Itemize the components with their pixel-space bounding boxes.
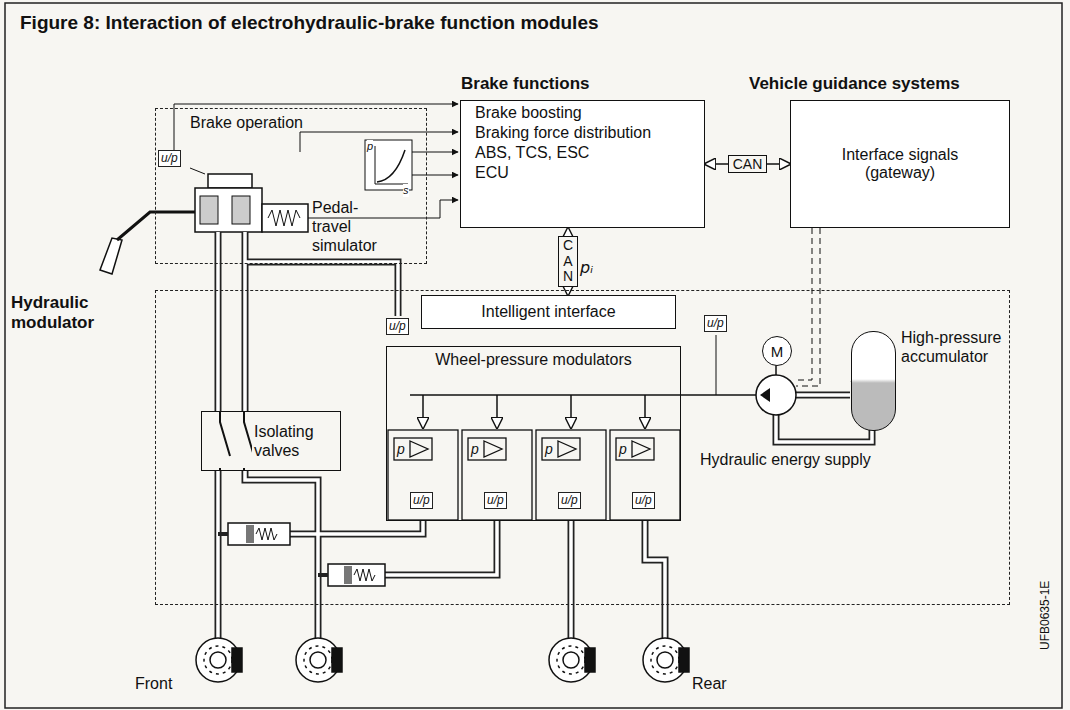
sensor-symbol: u/p: [558, 492, 581, 509]
pressure-symbol: p: [471, 441, 479, 457]
group-heading: Brake operation: [156, 109, 426, 132]
figure-title: Figure 8: Interaction of electrohydrauli…: [20, 12, 599, 34]
box-text: Isolating valves: [254, 422, 340, 460]
sensor-symbol: u/p: [484, 492, 507, 509]
sensor-symbol: u/p: [386, 318, 409, 335]
pressure-symbol: p: [619, 441, 627, 457]
brake-operation-group: Brake operation: [155, 108, 427, 264]
pressure-symbol: p: [545, 441, 553, 457]
function-item: Brake boosting: [461, 103, 704, 123]
part-label: Rear: [692, 674, 727, 693]
part-label: Pedal-travel simulator: [312, 198, 394, 255]
motor-circle: M: [762, 336, 792, 366]
valve-symbol: [202, 412, 252, 470]
accumulator-shape: High-pressure accumulator: [851, 331, 896, 431]
group-heading: Hydraulic modulator: [11, 293, 141, 333]
part-label: Hydraulic energy supply: [700, 450, 871, 469]
sensor-symbol: u/p: [704, 315, 727, 332]
function-box: Brake functionsBrake boostingBraking for…: [460, 100, 705, 228]
function-item: ECU: [461, 163, 704, 183]
part-label: Front: [135, 674, 172, 693]
valve-box: Isolating valves: [201, 411, 341, 471]
edge-label: CAN: [558, 236, 578, 286]
box-heading: Brake functions: [461, 74, 589, 94]
edge-label: CAN: [728, 155, 768, 173]
box-text: Intelligent interface: [475, 303, 621, 321]
box-heading: Vehicle guidance systems: [749, 74, 960, 94]
axis-label: s: [403, 184, 409, 197]
function-item: ABS, TCS, ESC: [461, 143, 704, 163]
sensor-symbol: u/p: [410, 492, 433, 509]
signal-name: pᵢ: [580, 258, 593, 277]
hydraulic-modulator-group: Hydraulic modulatorIntelligent interface…: [155, 290, 1010, 605]
axis-label: p: [367, 140, 373, 153]
sensor-symbol: u/p: [158, 150, 181, 167]
interface-box: Intelligent interface: [421, 295, 676, 329]
box-text: Interface signals (gateway): [835, 146, 965, 182]
accumulator-label: High-pressure accumulator: [901, 328, 1013, 366]
figure-code: UFB0635-1E: [1038, 581, 1052, 650]
function-item: Braking force distribution: [461, 123, 704, 143]
box-text: M: [771, 343, 784, 360]
box-text: Wheel-pressure modulators: [387, 347, 680, 369]
sensor-symbol: u/p: [632, 492, 655, 509]
pressure-symbol: p: [397, 441, 405, 457]
guidance-box: Vehicle guidance systemsInterface signal…: [790, 100, 1010, 228]
